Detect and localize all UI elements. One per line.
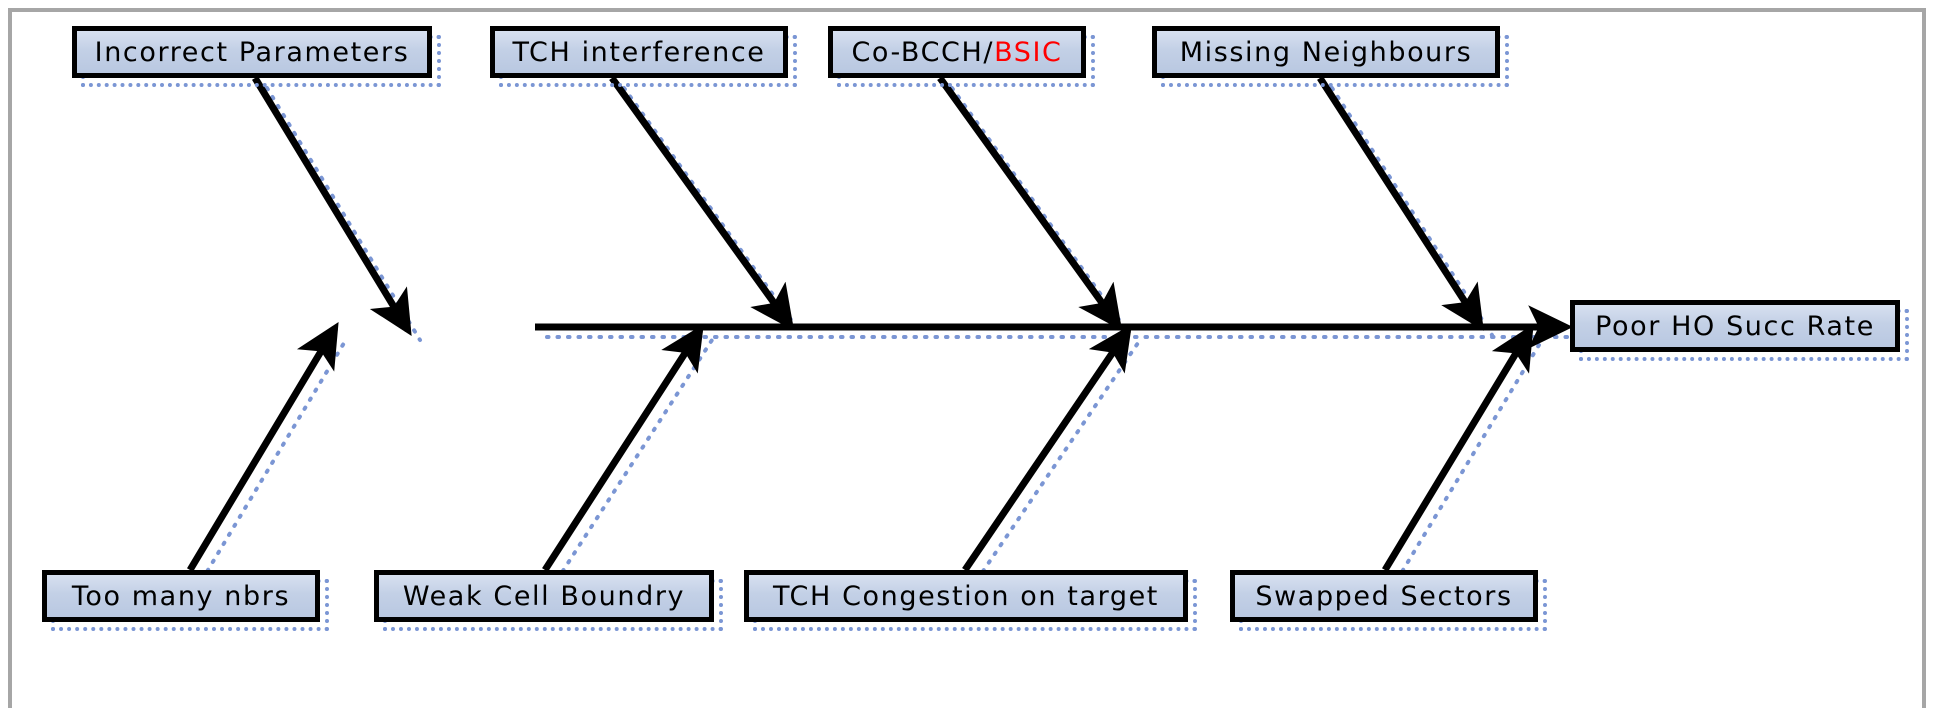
top-cause-label-3: Missing Neighbours xyxy=(1179,36,1473,68)
bottom-cause-label-0: Too many nbrs xyxy=(71,580,291,612)
top-cause-label-2: Co-BCCH/ xyxy=(851,36,995,68)
bottom-cause-label-2: TCH Congestion on target xyxy=(773,580,1159,612)
effect-box[interactable]: Poor HO Succ Rate xyxy=(1570,300,1900,352)
branch-arrows xyxy=(186,75,1534,572)
top-cause-box-3[interactable]: Missing Neighbours xyxy=(1152,26,1500,78)
bottom-cause-label-3: Swapped Sectors xyxy=(1255,580,1513,612)
bottom-cause-box-1[interactable]: Weak Cell Boundry xyxy=(374,570,714,622)
bottom-cause-box-3[interactable]: Swapped Sectors xyxy=(1230,570,1538,622)
bottom-cause-label-1: Weak Cell Boundry xyxy=(402,580,686,612)
bottom-cause-box-2[interactable]: TCH Congestion on target xyxy=(744,570,1188,622)
top-cause-box-0[interactable]: Incorrect Parameters xyxy=(72,26,432,78)
diagram-lines-layer xyxy=(186,75,1608,582)
top-cause-label-accent-2: BSIC xyxy=(994,36,1063,68)
top-cause-label-0: Incorrect Parameters xyxy=(94,36,410,68)
top-cause-box-1[interactable]: TCH interference xyxy=(490,26,788,78)
top-cause-box-2[interactable]: Co-BCCH/BSIC xyxy=(828,26,1086,78)
fishbone-diagram-canvas: Incorrect Parameters TCH interference Co-B… xyxy=(8,8,1926,708)
effect-label: Poor HO Succ Rate xyxy=(1595,310,1875,342)
branch-shadow-lines xyxy=(200,86,1544,582)
top-cause-label-1: TCH interference xyxy=(512,36,766,68)
bottom-cause-box-0[interactable]: Too many nbrs xyxy=(42,570,320,622)
